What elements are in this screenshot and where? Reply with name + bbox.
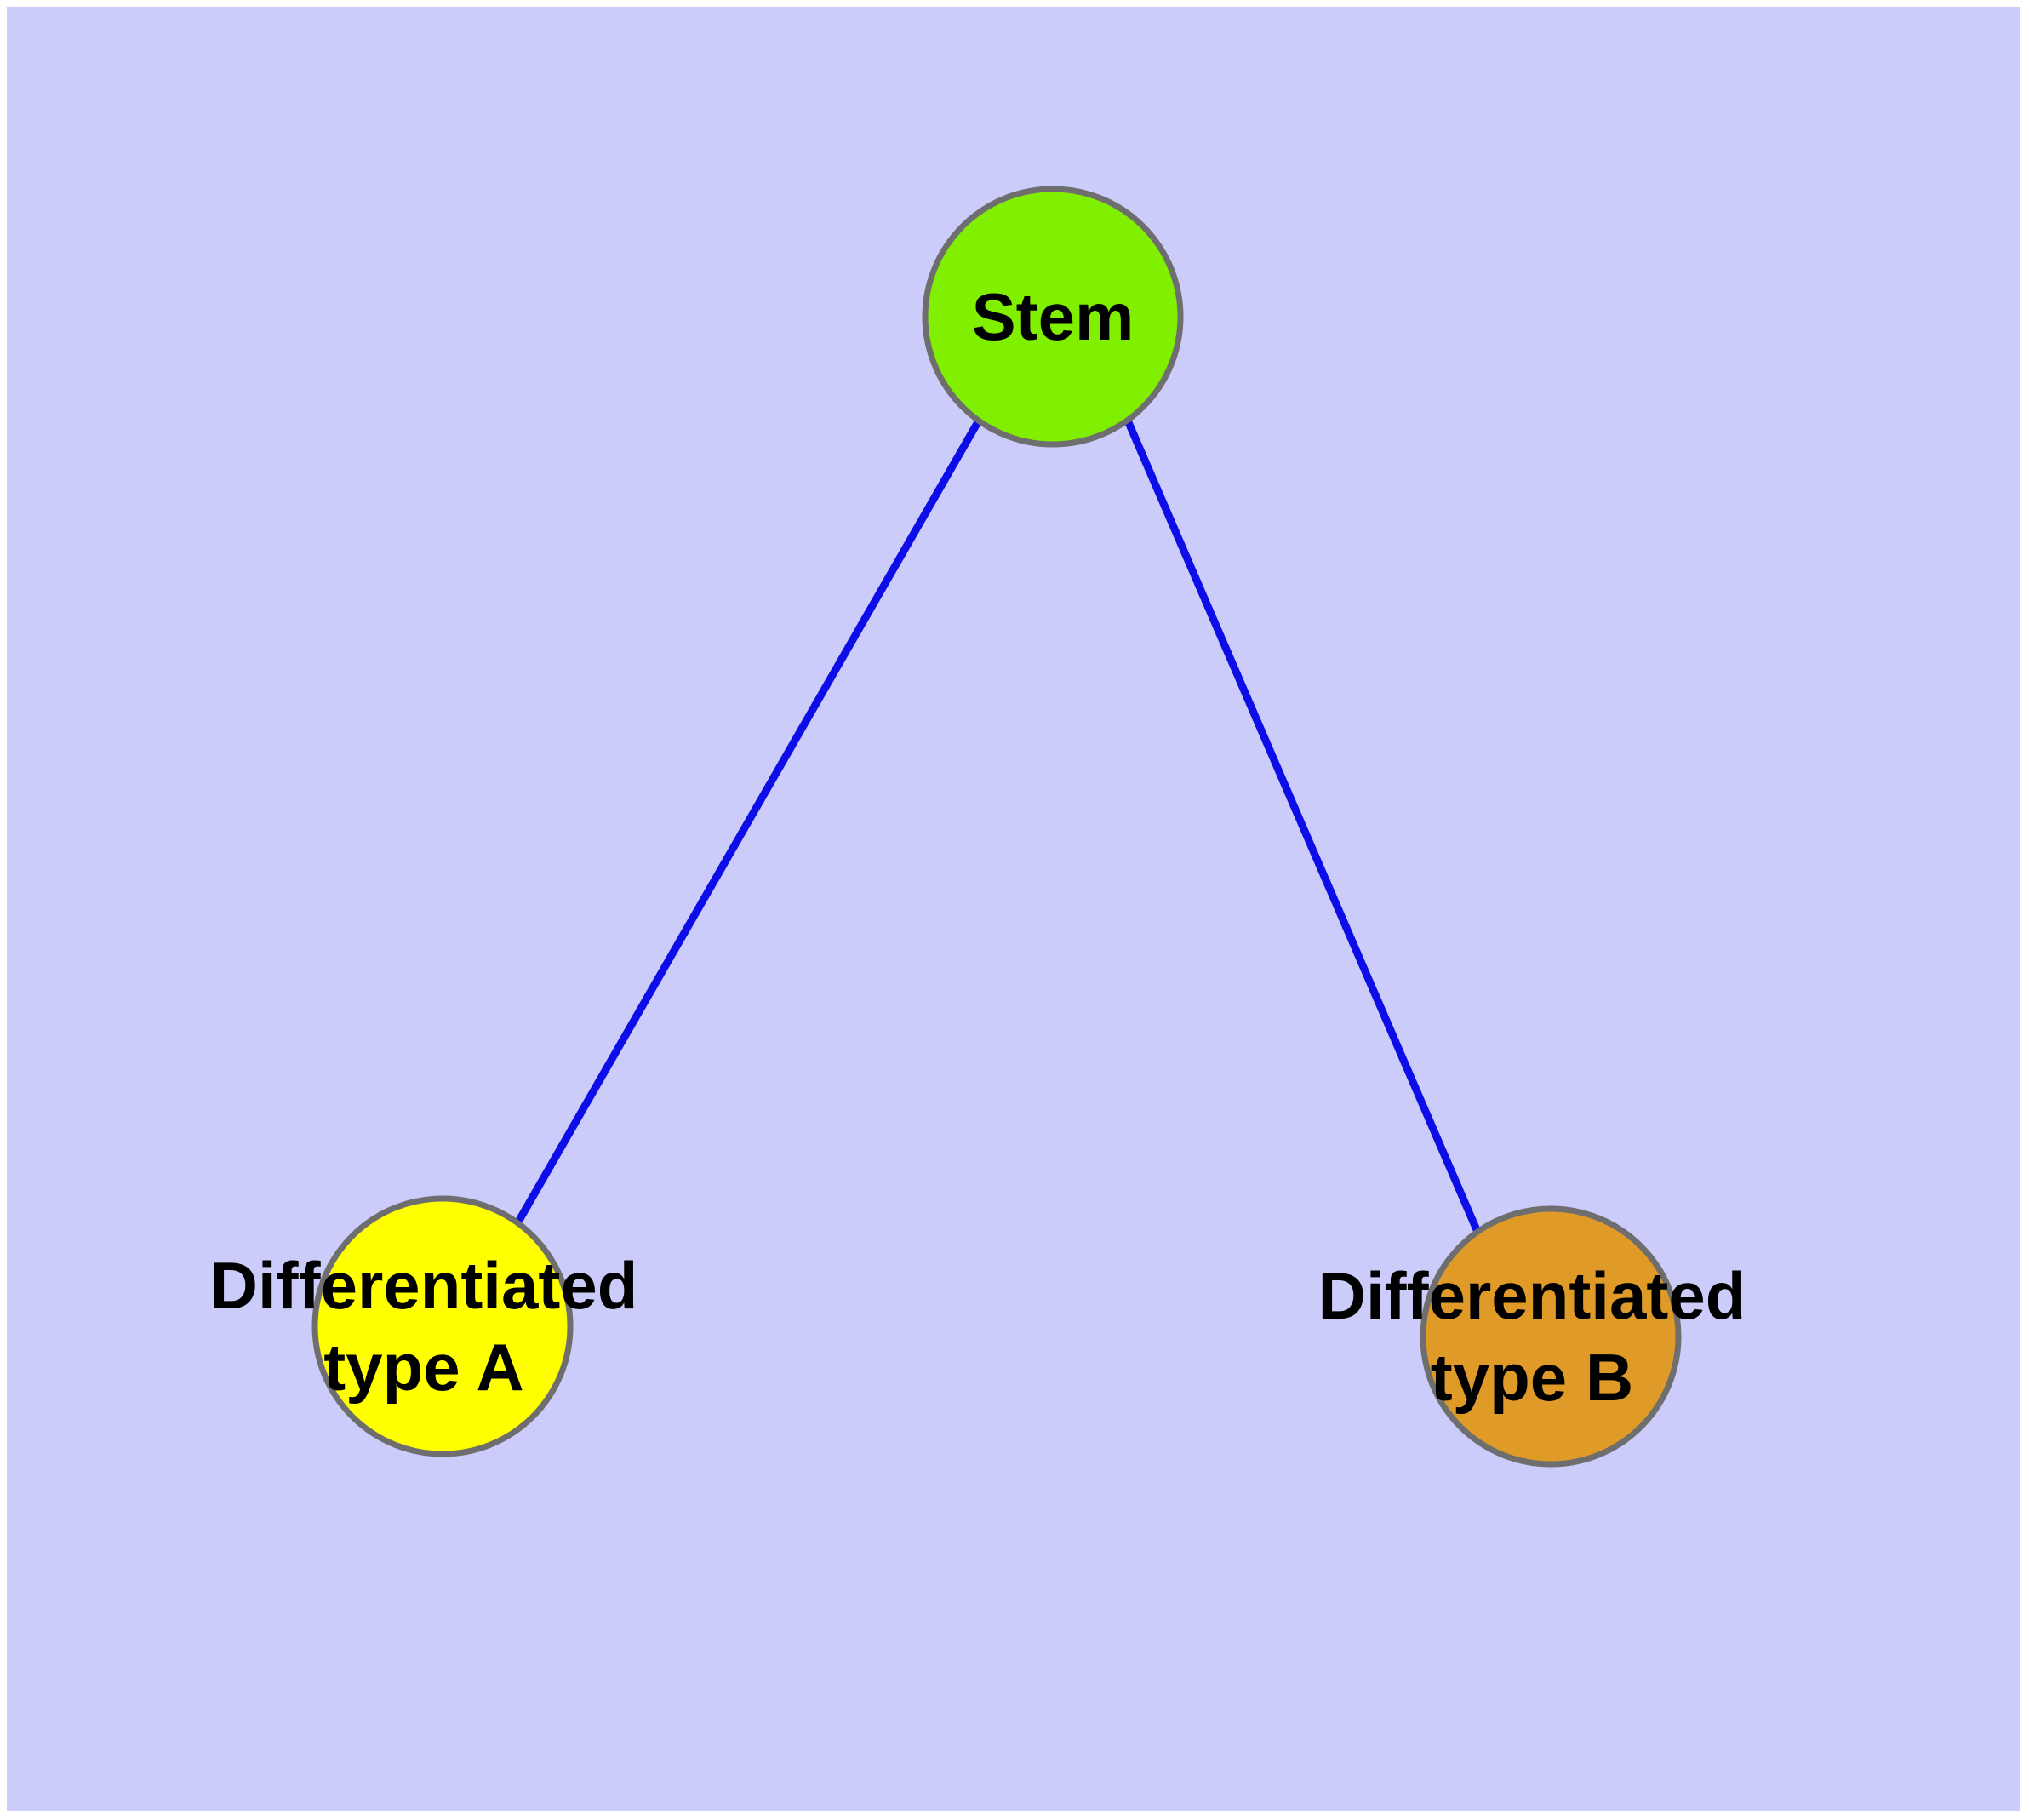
graph-edge[interactable] [1123,419,1482,1233]
graph-node-stem[interactable] [922,186,1184,448]
edges-group [514,418,1482,1233]
nodes-group [311,186,1682,1468]
graph-edge[interactable] [514,418,982,1226]
node-label-line: type B [1431,1340,1633,1415]
graph-node-diff_b[interactable] [1420,1205,1682,1468]
node-label-line: Differentiated [210,1248,638,1323]
node-label-stem: Stem [972,279,1135,354]
graph-node-diff_a[interactable] [311,1195,574,1457]
node-label-line: Differentiated [1318,1258,1746,1333]
node-label-line: type A [323,1330,524,1405]
node-label-line: Stem [972,279,1135,354]
